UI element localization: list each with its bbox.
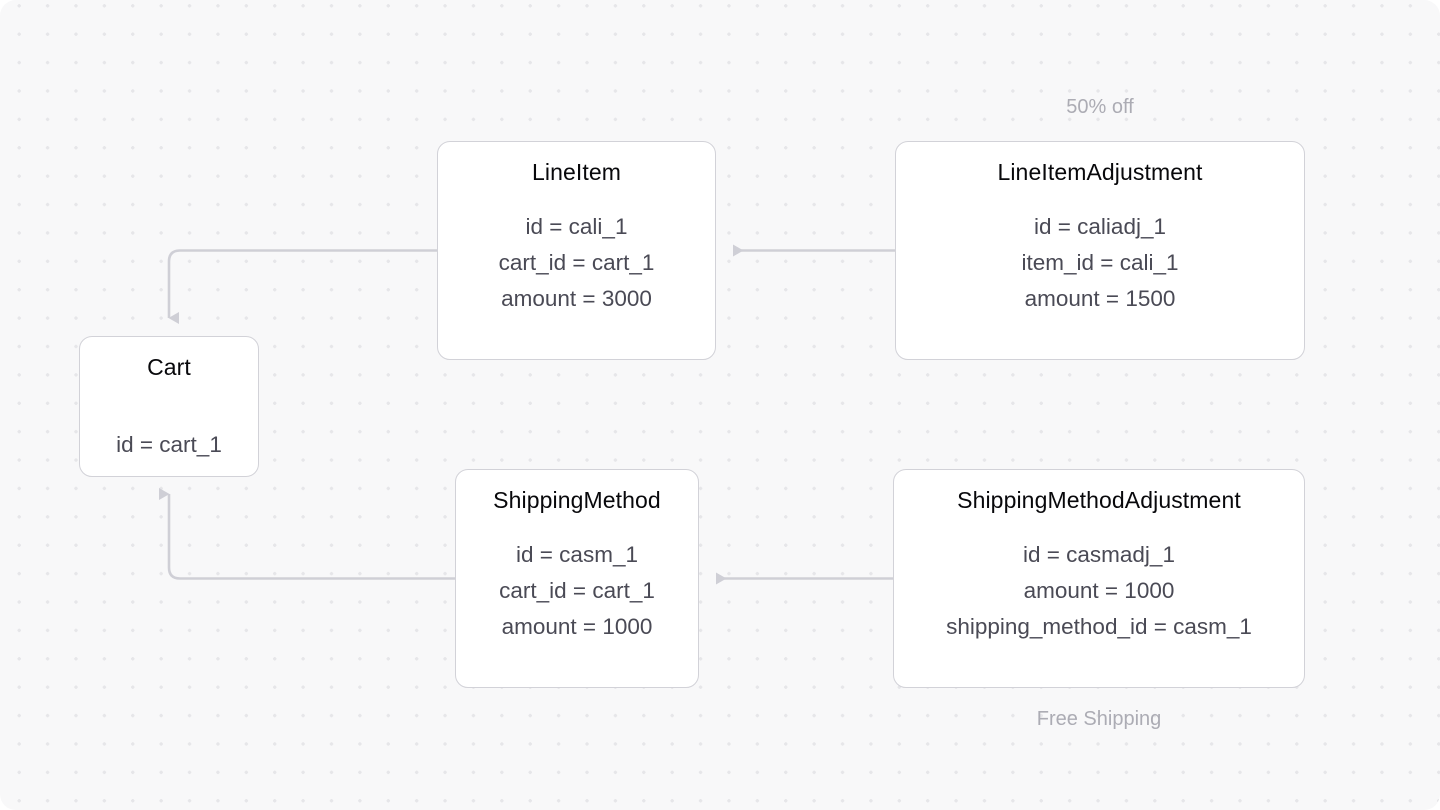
node-cart-title: Cart — [147, 354, 191, 380]
node-lineitem-adjustment-attributes: id = caliadj_1 item_id = cali_1 amount =… — [1022, 212, 1179, 314]
edge-lineitem-to-cart — [167, 249, 437, 324]
node-shipping-method-attributes: id = casm_1 cart_id = cart_1 amount = 10… — [499, 540, 655, 642]
node-shipping-method-title: ShippingMethod — [493, 487, 661, 513]
node-lineitem-adjustment-title: LineItemAdjustment — [997, 159, 1203, 185]
node-lineitem-adjustment[interactable]: LineItemAdjustment id = caliadj_1 item_i… — [895, 141, 1305, 360]
node-cart[interactable]: Cart id = cart_1 — [79, 336, 259, 477]
node-shipping-method-adjustment-title: ShippingMethodAdjustment — [957, 487, 1241, 513]
attribute-row: cart_id = cart_1 — [499, 578, 655, 604]
attribute-row: id = caliadj_1 — [1034, 214, 1166, 240]
attribute-row: shipping_method_id = casm_1 — [946, 614, 1252, 640]
edge-shippingmethod-to-cart — [159, 488, 455, 580]
attribute-row: amount = 3000 — [501, 286, 652, 312]
attribute-row: id = casmadj_1 — [1023, 542, 1175, 568]
node-shipping-method[interactable]: ShippingMethod id = casm_1 cart_id = car… — [455, 469, 699, 688]
attribute-row: amount = 1000 — [501, 614, 653, 640]
node-lineitem-attributes: id = cali_1 cart_id = cart_1 amount = 30… — [499, 212, 655, 314]
edge-label-shipping: Free Shipping — [1036, 708, 1162, 730]
attribute-row: amount = 1000 — [1023, 578, 1175, 604]
edge-label-discount: 50% off — [1066, 96, 1134, 118]
attribute-row: item_id = cali_1 — [1021, 250, 1179, 276]
attribute-row: id = casm_1 — [516, 542, 638, 568]
node-lineitem-title: LineItem — [531, 159, 621, 185]
attribute-row: id = cali_1 — [525, 214, 628, 240]
node-shipping-method-adjustment[interactable]: ShippingMethodAdjustment id = casmadj_1 … — [893, 469, 1305, 688]
attribute-row: cart_id = cart_1 — [498, 250, 655, 276]
node-shipping-method-adjustment-attributes: id = casmadj_1 amount = 1000 shipping_me… — [946, 540, 1252, 642]
node-cart-attributes: id = cart_1 — [116, 430, 222, 460]
attribute-row: id = cart_1 — [116, 432, 222, 458]
attribute-row: amount = 1500 — [1024, 286, 1176, 312]
node-lineitem[interactable]: LineItem id = cali_1 cart_id = cart_1 am… — [437, 141, 716, 360]
